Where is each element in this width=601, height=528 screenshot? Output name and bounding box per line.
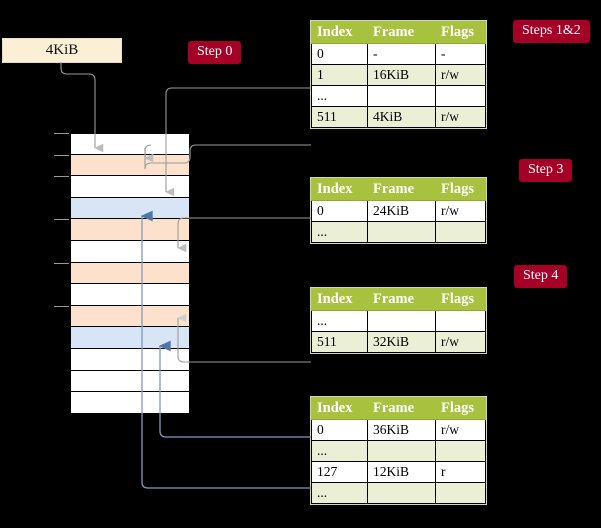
- column-header-frame: Frame: [367, 397, 436, 420]
- memory-tick-2: [54, 176, 69, 178]
- wire-step0: [60, 62, 104, 153]
- cell-index: ...: [311, 221, 368, 243]
- memory-tick-4: [54, 219, 69, 221]
- memory-row-empty-5: [70, 241, 190, 263]
- cell-index: 127: [311, 461, 368, 483]
- table-row: 0--: [311, 43, 486, 65]
- cell-flags: r/w: [435, 106, 486, 128]
- table-row: ...: [311, 85, 486, 107]
- column-header-index: Index: [311, 178, 368, 201]
- memory-row-page-table-1: [70, 154, 190, 177]
- column-header-index: Index: [311, 288, 368, 311]
- memory-row-data-frame-3: [70, 197, 190, 220]
- wire-frame-36kib: [158, 340, 311, 438]
- cell-index: ...: [311, 440, 368, 462]
- memory-row-page-table-4: [70, 219, 190, 241]
- cell-flags: [435, 482, 486, 504]
- table-row: ...: [311, 310, 486, 332]
- table-row: ...: [311, 482, 486, 504]
- cell-frame: 12KiB: [367, 461, 436, 483]
- memory-row-page-table-8: [70, 305, 190, 328]
- cell-frame: 16KiB: [367, 64, 436, 86]
- wire-step12-d: [144, 144, 154, 163]
- badge-step-0: Step 0: [188, 41, 242, 64]
- column-header-index: Index: [311, 397, 368, 420]
- cell-frame: 24KiB: [367, 200, 436, 222]
- wire-step12-a: [165, 87, 311, 197]
- column-header-frame: Frame: [367, 178, 436, 201]
- column-header-flags: Flags: [435, 288, 486, 311]
- cell-frame: [367, 440, 436, 462]
- memory-tick-0: [54, 133, 69, 134]
- cell-frame: [367, 221, 436, 243]
- cell-frame: 32KiB: [367, 331, 436, 353]
- cell-index: 511: [311, 106, 368, 128]
- cell-flags: r/w: [435, 64, 486, 86]
- cell-frame: [367, 482, 436, 504]
- table-row: ...: [311, 440, 486, 462]
- wire-step4: [177, 313, 311, 363]
- cell-frame: 4KiB: [367, 106, 436, 128]
- column-header-index: Index: [311, 21, 368, 44]
- memory-row-page-table-6: [70, 262, 190, 285]
- badge-step-4: Step 4: [514, 265, 568, 288]
- virtual-page-label: 4KiB: [45, 42, 79, 58]
- wire-step12-b: [189, 144, 311, 157]
- badge-steps-1-2: Steps 1&2: [513, 20, 590, 43]
- memory-row-empty-7: [70, 284, 190, 306]
- badge-step-3: Step 3: [519, 159, 573, 182]
- column-header-flags: Flags: [435, 397, 486, 420]
- memory-tick-8: [54, 305, 69, 307]
- cell-flags: [435, 221, 486, 243]
- wire-step3: [177, 217, 311, 253]
- wire-step12-c: [144, 148, 191, 170]
- memory-tick-1: [54, 154, 69, 156]
- virtual-page-box: 4KiB: [2, 38, 122, 63]
- wire-frame-12kib: [140, 210, 311, 489]
- cell-flags: r/w: [435, 331, 486, 353]
- cell-index: ...: [311, 482, 368, 504]
- table-row: ...: [311, 221, 486, 243]
- memory-tick-6: [54, 262, 69, 264]
- memory-row-empty-2: [70, 176, 190, 198]
